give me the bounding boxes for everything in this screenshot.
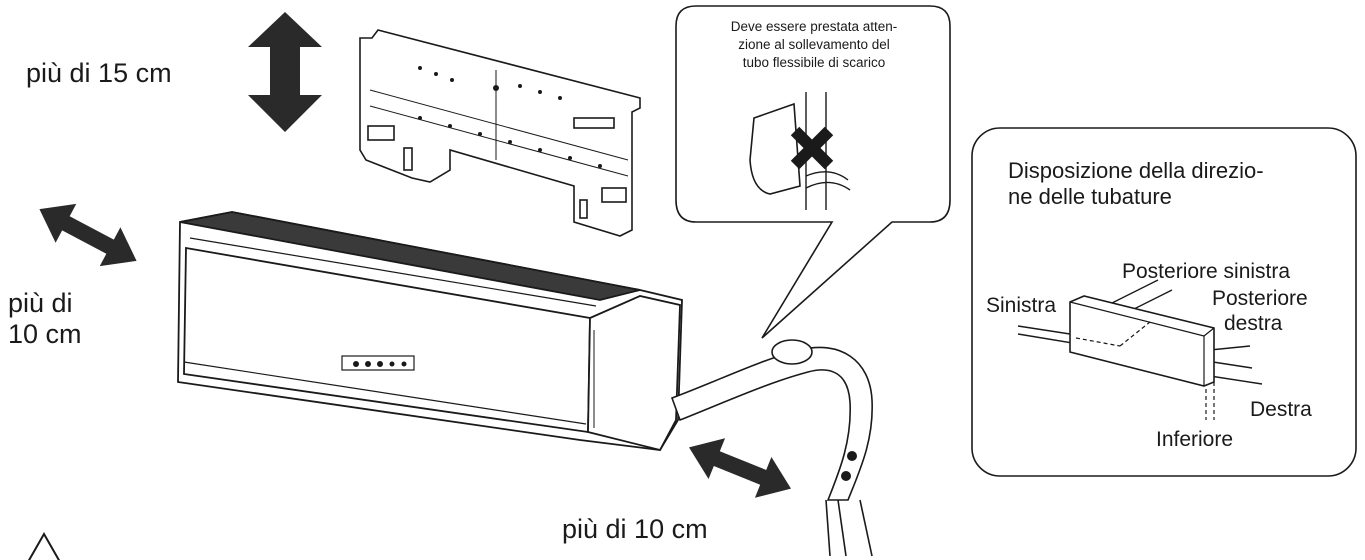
- clearance-left-line1: più di: [8, 288, 73, 318]
- piping-right-label: Destra: [1250, 398, 1312, 421]
- drain-hose: [670, 339, 873, 557]
- clearance-left-line2: 10 cm: [8, 319, 82, 349]
- clearance-bottom-label: più di 10 cm: [562, 514, 708, 544]
- double-arrow-diagonal-icon: [689, 438, 791, 498]
- piping-rear-right-label: Posteriore destra: [1212, 286, 1308, 336]
- piping-title-line1: Disposizione della direzio-: [1008, 158, 1264, 183]
- clearance-left-label: più di 10 cm: [8, 288, 82, 350]
- callout-line2: zione al sollevamento del: [738, 37, 890, 52]
- mounting-plate: [359, 29, 641, 237]
- callout-line3: tubo flessibile di scarico: [742, 55, 886, 70]
- warning-triangle-icon: [27, 531, 61, 560]
- piping-rear-right-line2: destra: [1224, 312, 1283, 335]
- double-arrow-diagonal-icon: [39, 203, 137, 267]
- clearance-top-label: più di 15 cm: [26, 58, 172, 88]
- callout-line1: Deve essere prestata atten-: [730, 19, 898, 34]
- piping-bottom-label: Inferiore: [1156, 428, 1234, 451]
- piping-left-label: Sinistra: [986, 294, 1057, 317]
- piping-direction-panel: [971, 127, 1357, 477]
- piping-rear-left-label: Posteriore sinistra: [1122, 260, 1291, 283]
- callout-text: Deve essere prestata atten- zione al sol…: [690, 18, 938, 72]
- piping-panel-title: Disposizione della direzio- ne delle tub…: [1008, 158, 1264, 210]
- indoor-unit: [177, 211, 683, 452]
- prohibited-cross-icon: [790, 126, 834, 170]
- piping-title-line2: ne delle tubature: [1008, 184, 1172, 209]
- callout-bubble: [675, 5, 951, 339]
- piping-rear-right-line1: Posteriore: [1212, 287, 1308, 310]
- double-arrow-vertical-icon: [248, 12, 322, 132]
